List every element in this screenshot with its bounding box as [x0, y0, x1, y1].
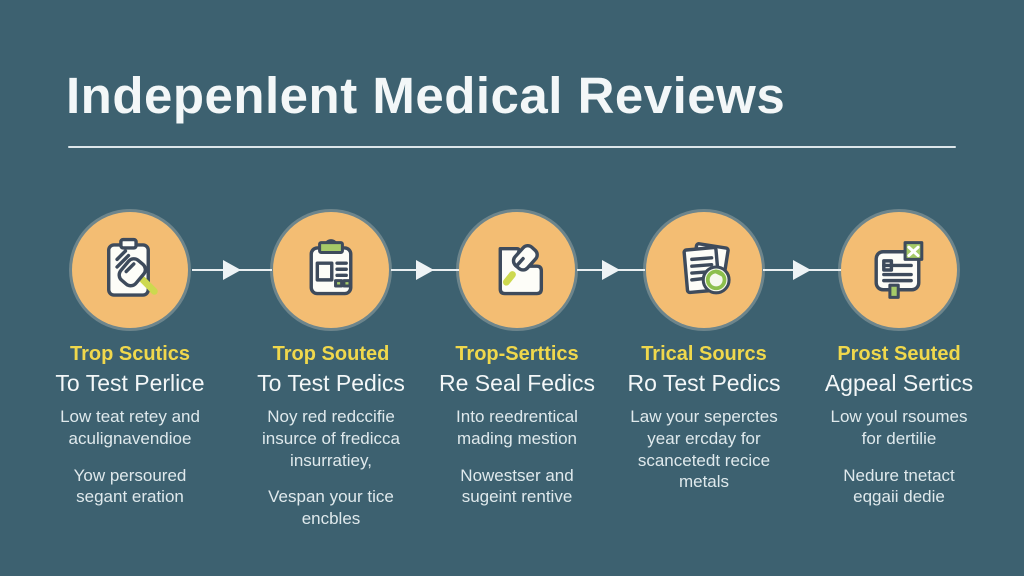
step-body: Yow persoured segant eration — [73, 465, 187, 507]
step-column-3: Trop-Serttics Re Seal Fedics Into reedre… — [417, 212, 617, 523]
step-body: Nedure tnetact eqgaii dedie — [843, 465, 955, 507]
step-heading: Prost Seuted — [837, 343, 961, 365]
step-body: Vespan your tice encbles — [268, 487, 394, 528]
medical-form-icon — [273, 212, 389, 328]
step-body: Law your seperctes year ercday for scanc… — [630, 407, 778, 492]
arrow-head-icon — [602, 260, 620, 280]
step-body: Noy red redccifie insurce of fredicca in… — [262, 407, 400, 470]
step-heading: Trop Scutics — [69, 343, 191, 365]
document-pen-icon — [459, 212, 575, 328]
document-checkbox-icon — [841, 212, 957, 328]
step-subheading: Agpeal Sertics — [824, 370, 974, 396]
title-underline — [68, 146, 956, 148]
step-body: Low teat retey and aculignavendioe — [60, 407, 200, 448]
step-column-1: Trop Scutics To Test Perlice Low teat re… — [30, 212, 230, 523]
step-heading: Trop Souted — [272, 343, 390, 365]
arrow-head-icon — [223, 260, 241, 280]
step-subheading: Re Seal Fedics — [439, 370, 595, 396]
flow-arrow — [391, 260, 459, 280]
step-heading: Trical Sourcs — [641, 343, 767, 365]
step-subheading: Ro Test Pedics — [627, 370, 781, 396]
flow-arrow — [192, 260, 272, 280]
arrow-head-icon — [416, 260, 434, 280]
flow-arrow — [763, 260, 841, 280]
step-column-2: Trop Souted To Test Pedics Noy red redcc… — [231, 212, 431, 545]
page-title: Indepenlent Medical Reviews — [66, 67, 786, 124]
step-column-4: Trical Sourcs Ro Test Pedics Law your se… — [604, 212, 804, 508]
step-heading: Trop-Serttics — [455, 343, 579, 365]
clipboard-magnifier-icon — [72, 212, 188, 328]
step-column-5: Prost Seuted Agpeal Sertics Low youl rso… — [799, 212, 999, 523]
step-subheading: To Test Pedics — [257, 370, 405, 396]
step-body: Low youl rsoumes for dertilie — [830, 407, 968, 448]
step-subheading: To Test Perlice — [55, 370, 205, 396]
step-body: Into reedrentical mading mestion — [456, 407, 578, 448]
step-body: Nowestser and sugeint rentive — [460, 465, 574, 507]
documents-badge-icon — [646, 212, 762, 328]
flow-arrow — [577, 260, 645, 280]
arrow-head-icon — [793, 260, 811, 280]
